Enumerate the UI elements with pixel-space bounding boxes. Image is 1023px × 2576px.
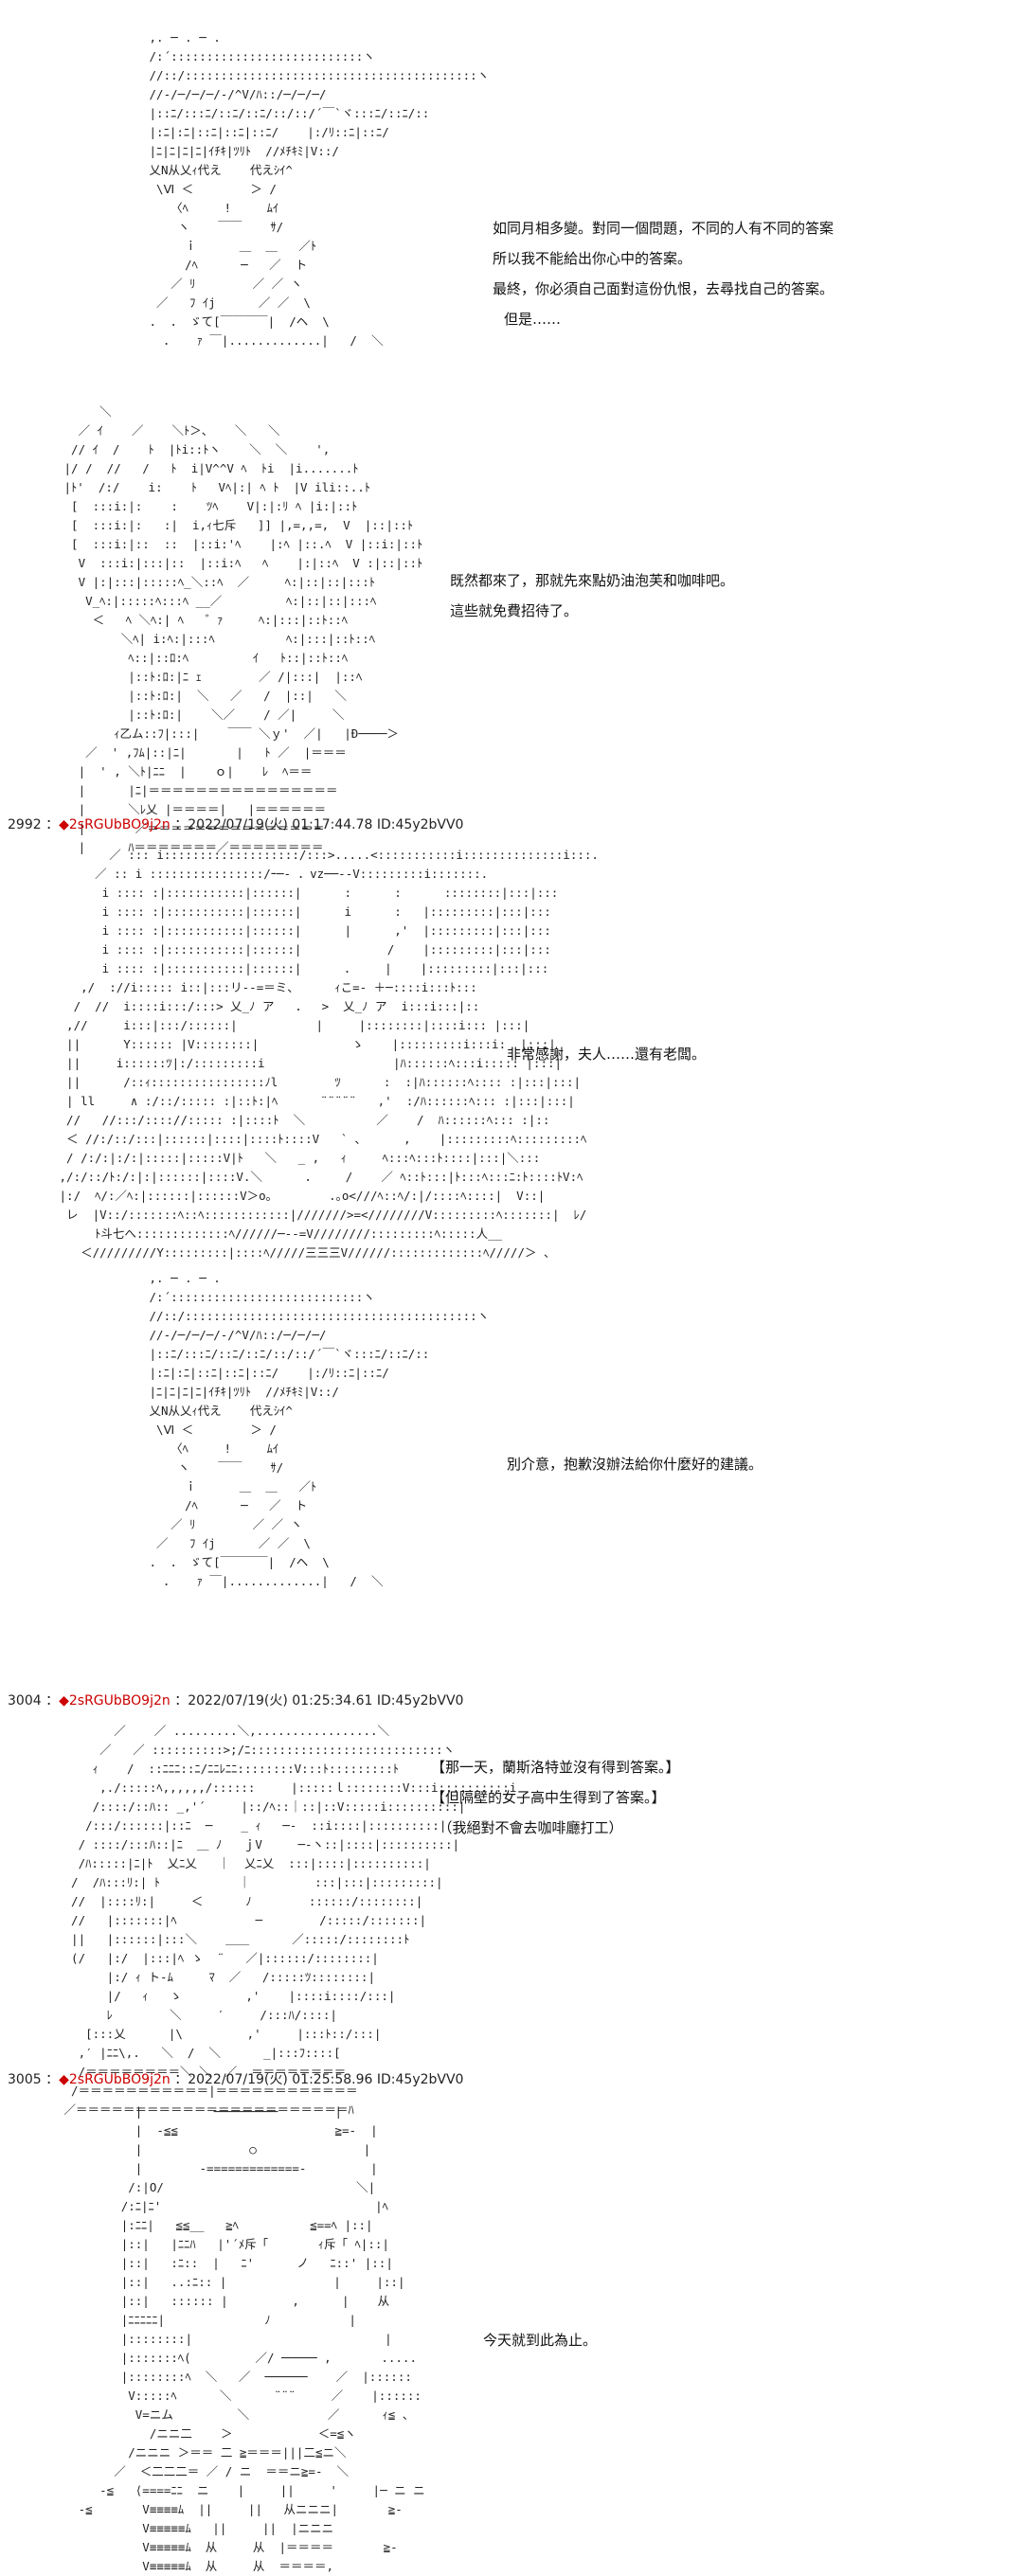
ascii-art-panel-4: ,. ─ . ─ . /:´::::::::::::::::::::::::::… bbox=[149, 1271, 490, 1588]
dialogue-line: 別介意，抱歉沒辦法給你什麼好的建議。 bbox=[507, 1456, 763, 1473]
dialogue-line: 【但隔壁的女子高中生得到了答案。】 bbox=[431, 1789, 666, 1806]
dialogue-line: 非常感謝，夫人……還有老闆。 bbox=[507, 1046, 707, 1063]
dialogue-panel-6: 今天就到此為止。 bbox=[483, 2325, 597, 2355]
post-datetime: 2022/07/19(火) 01:25:58.96 bbox=[188, 2072, 373, 2087]
ascii-art-panel-5: ／ ／ .........＼,.................＼ ／ ／ ::… bbox=[63, 1724, 517, 2117]
post-number: 3004 bbox=[8, 1693, 42, 1708]
dialogue-line: 如同月相多變。對同一個問題，不同的人有不同的答案 bbox=[493, 220, 835, 237]
post-datetime: 2022/07/19(火) 01:25:34.61 bbox=[188, 1693, 373, 1708]
dialogue-line: 但是…… bbox=[504, 311, 562, 328]
dialogue-line: 所以我不能給出你心中的答案。 bbox=[493, 250, 692, 267]
dialogue-panel-2: 既然都來了，那就先來點奶油泡芙和咖啡吧。 這些就免費招待了。 bbox=[450, 565, 734, 626]
post-header: 3005 ：◆2sRGUbBO9j2n ：2022/07/19(火) 01:25… bbox=[8, 2072, 464, 2087]
ascii-art-panel-1: ,. ─ . ─ . /:´::::::::::::::::::::::::::… bbox=[149, 30, 490, 348]
trip-diamond: ◆ bbox=[59, 2072, 69, 2087]
post-id: ID:45y2bVV0 bbox=[376, 2072, 464, 2087]
post-number: 3005 bbox=[8, 2072, 42, 2087]
dialogue-panel-3: 非常感謝，夫人……還有老闆。 bbox=[507, 1039, 706, 1069]
post-id: ID:45y2bVV0 bbox=[376, 817, 464, 832]
dialogue-line: 今天就到此為止。 bbox=[483, 2332, 598, 2349]
ascii-art-panel-3: ／ ::: i:::::::::::::::::::/:::>.....<:::… bbox=[59, 848, 599, 1260]
dialogue-line: 這些就免費招待了。 bbox=[450, 602, 579, 619]
ascii-art-panel-6: | ───────── | | -≦≦ ≧=- | | ○ | | -=====… bbox=[78, 2104, 425, 2573]
post-header: 2992 ：◆2sRGUbBO9j2n ：2022/07/19(火) 01:17… bbox=[8, 817, 464, 832]
post-trip[interactable]: 2sRGUbBO9j2n bbox=[68, 1693, 170, 1708]
post-number: 2992 bbox=[8, 817, 42, 832]
dialogue-panel-4: 別介意，抱歉沒辦法給你什麼好的建議。 bbox=[507, 1449, 763, 1479]
trip-diamond: ◆ bbox=[59, 817, 69, 832]
dialogue-panel-5: 【那一天，蘭斯洛特並沒有得到答案。】 【但隔壁的女子高中生得到了答案。】 （我絕… bbox=[431, 1752, 680, 1843]
post-datetime: 2022/07/19(火) 01:17:44.78 bbox=[188, 817, 373, 832]
post-trip[interactable]: 2sRGUbBO9j2n bbox=[68, 817, 170, 832]
dialogue-line: （我絕對不會去咖啡廳打工） bbox=[431, 1819, 623, 1836]
trip-diamond: ◆ bbox=[59, 1693, 69, 1708]
dialogue-panel-1: 如同月相多變。對同一個問題，不同的人有不同的答案 所以我不能給出你心中的答案。 … bbox=[493, 213, 834, 334]
dialogue-line: 最終，你必須自己面對這份仇恨，去尋找自己的答案。 bbox=[493, 280, 835, 297]
ascii-art-panel-2: ＼ ／ ｲ ／ ＼ﾄ＞、 ＼ ＼ // ｲ / ﾄ |ﾄi::ﾄヽ ＼ ＼ ',… bbox=[63, 404, 423, 854]
post-header: 3004 ：◆2sRGUbBO9j2n ：2022/07/19(火) 01:25… bbox=[8, 1693, 464, 1708]
post-trip[interactable]: 2sRGUbBO9j2n bbox=[68, 2072, 170, 2087]
dialogue-line: 既然都來了，那就先來點奶油泡芙和咖啡吧。 bbox=[450, 572, 735, 589]
post-id: ID:45y2bVV0 bbox=[376, 1693, 464, 1708]
dialogue-line: 【那一天，蘭斯洛特並沒有得到答案。】 bbox=[431, 1759, 680, 1776]
